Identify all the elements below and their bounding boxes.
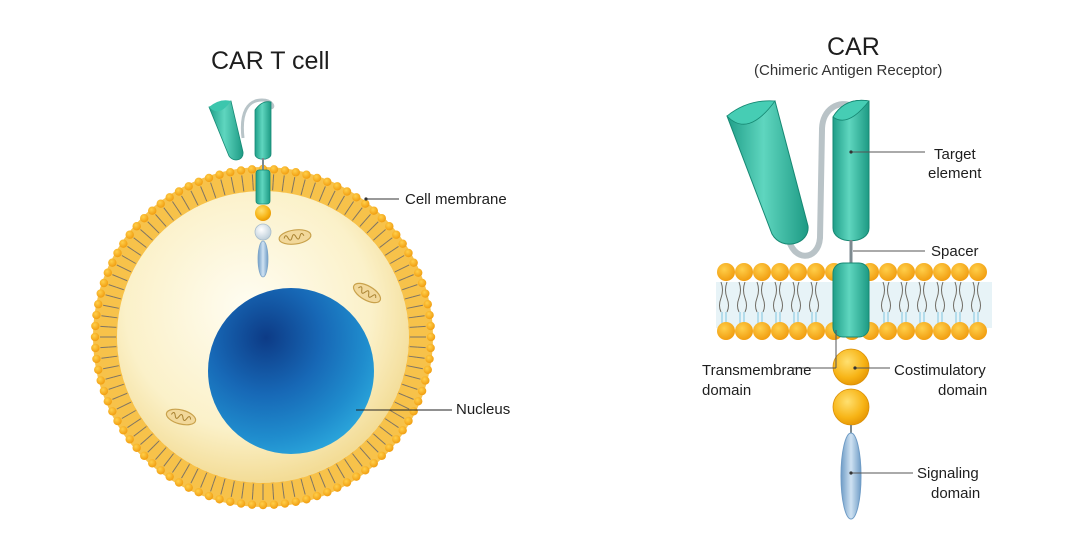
cell-car-receptor: [208, 98, 275, 278]
car-title: CAR: [827, 33, 880, 61]
label-target-line1: Target: [934, 146, 976, 163]
costimulatory-domain-2: [832, 388, 870, 426]
label-transmembrane-line1: Transmembrane: [702, 362, 812, 379]
mitochondrion: [352, 282, 382, 304]
label-cell-membrane: Cell membrane: [405, 191, 507, 208]
mitochondrion: [278, 229, 312, 245]
car-detail: [716, 99, 992, 520]
target-element-left-chain: [726, 100, 809, 245]
label-signaling-line2: domain: [931, 485, 981, 502]
mitochondrion: [165, 408, 197, 426]
car-t-cell: [90, 98, 452, 510]
nucleus: [208, 288, 374, 454]
membrane-leader-dot: [364, 197, 368, 201]
target-element-right-chain: [832, 99, 870, 242]
label-nucleus: Nucleus: [456, 401, 511, 418]
cell-title: CAR T cell: [211, 47, 330, 75]
linker: [785, 101, 855, 259]
label-target-line2: element: [928, 165, 982, 182]
label-costimulatory-line2: domain: [938, 382, 988, 399]
label-transmembrane-line2: domain: [702, 382, 752, 399]
label-spacer: Spacer: [931, 243, 979, 260]
costimulatory-domain-1: [832, 348, 870, 386]
label-signaling-line1: Signaling: [917, 465, 979, 482]
car-subtitle: (Chimeric Antigen Receptor): [754, 62, 943, 79]
label-costimulatory-line1: Costimulatory: [894, 362, 986, 379]
signaling-domain: [840, 432, 862, 520]
transmembrane-domain: [832, 262, 870, 338]
